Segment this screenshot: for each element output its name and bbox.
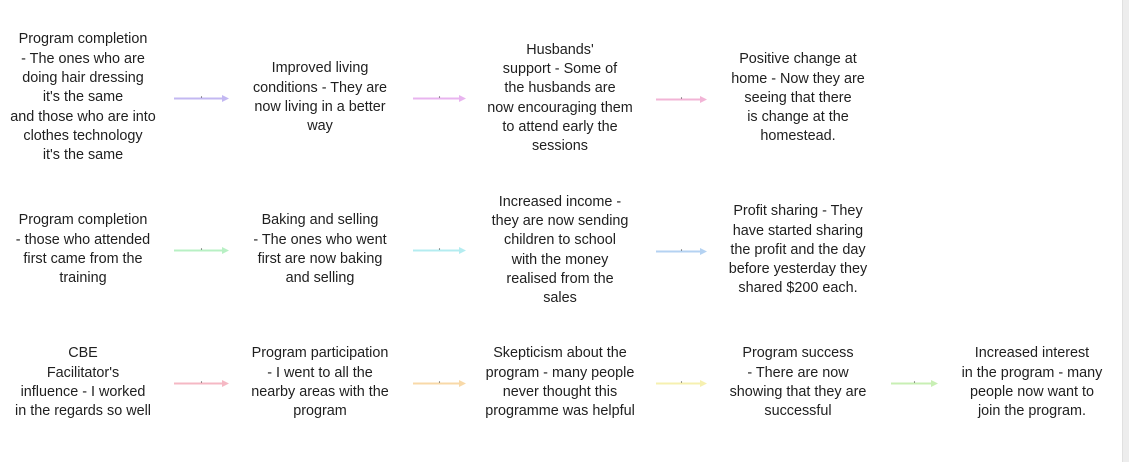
node-program-participation: Program participation - I went to all th… xyxy=(251,345,389,420)
vertical-scrollbar[interactable] xyxy=(1122,0,1129,462)
node-skepticism-about-program: Skepticism about the program - many peop… xyxy=(485,345,635,420)
edge-arrow-r1n2-r1n3 xyxy=(413,95,466,102)
node-program-completion-training: Program completion - those who attended … xyxy=(15,212,151,287)
node-program-completion-hairdressing: Program completion - The ones who are do… xyxy=(10,31,156,164)
node-positive-change-at-home: Positive change at home - Now they are s… xyxy=(731,51,865,145)
edge-arrow-r2n2-r2n3 xyxy=(413,247,466,254)
edge-arrow-r3n3-r3n4 xyxy=(656,380,707,387)
node-program-success: Program success - There are now showing … xyxy=(729,345,867,420)
edge-arrow-r1n1-r1n2 xyxy=(174,95,229,102)
edge-arrow-r3n2-r3n3 xyxy=(413,380,466,387)
node-husbands-support: Husbands' support - Some of the husbands… xyxy=(487,41,633,155)
edge-arrow-r3n1-r3n2 xyxy=(174,380,229,387)
node-cbe-facilitator-influence: CBE Facilitator's influence - I worked i… xyxy=(15,345,151,420)
node-increased-income: Increased income - they are now sending … xyxy=(491,193,629,307)
edge-arrow-r3n4-r3n5 xyxy=(891,380,938,387)
edge-arrow-r2n1-r2n2 xyxy=(174,247,229,254)
node-profit-sharing: Profit sharing - They have started shari… xyxy=(728,203,868,297)
edge-arrow-r2n3-r2n4 xyxy=(656,248,707,255)
edge-arrow-r1n3-r1n4 xyxy=(656,96,707,103)
node-baking-and-selling: Baking and selling - The ones who went f… xyxy=(253,212,387,287)
node-improved-living-conditions: Improved living conditions - They are no… xyxy=(252,60,388,135)
node-increased-interest: Increased interest in the program - many… xyxy=(961,345,1103,420)
